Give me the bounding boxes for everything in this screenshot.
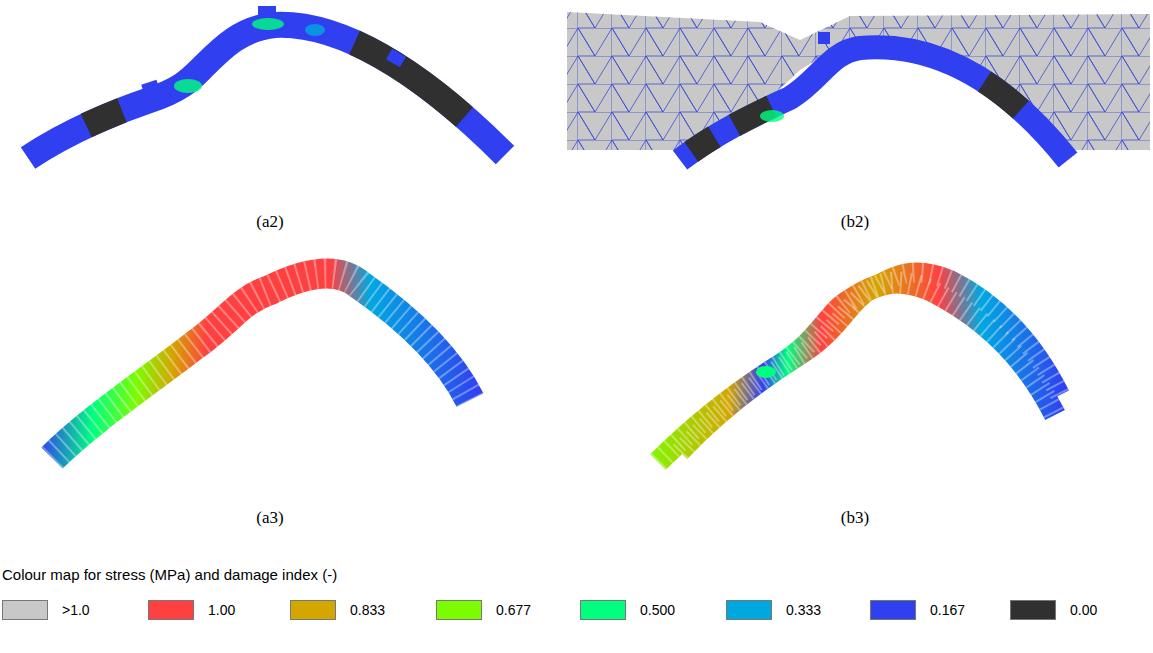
subfigure-label: (b3) xyxy=(841,508,869,528)
legend-swatch xyxy=(580,600,626,620)
legend-text: 0.333 xyxy=(786,602,821,618)
legend-title: Colour map for stress (MPa) and damage i… xyxy=(2,566,337,583)
legend-text: 1.00 xyxy=(208,602,235,618)
subfigure-label: (a3) xyxy=(256,508,283,528)
legend-swatch xyxy=(290,600,336,620)
subfigure-label: (a2) xyxy=(256,212,283,232)
legend-item: 1.00 xyxy=(148,600,235,620)
legend-text: 0.677 xyxy=(496,602,531,618)
legend-text: 0.500 xyxy=(640,602,675,618)
legend-swatch xyxy=(870,600,916,620)
legend-item: 0.00 xyxy=(1010,600,1097,620)
subfigure-label: (b2) xyxy=(841,212,869,232)
legend-text: 0.167 xyxy=(930,602,965,618)
legend-swatch xyxy=(1010,600,1056,620)
legend-item: 0.167 xyxy=(870,600,965,620)
legend-item: 0.677 xyxy=(436,600,531,620)
legend-swatch xyxy=(148,600,194,620)
legend-swatch xyxy=(726,600,772,620)
legend-swatch xyxy=(2,600,48,620)
legend-item: 0.500 xyxy=(580,600,675,620)
legend-item: >1.0 xyxy=(2,600,90,620)
legend-text: 0.00 xyxy=(1070,602,1097,618)
legend-text: 0.833 xyxy=(350,602,385,618)
legend-item: 0.833 xyxy=(290,600,385,620)
legend-item: 0.333 xyxy=(726,600,821,620)
legend-text: >1.0 xyxy=(62,602,90,618)
legend-swatch xyxy=(436,600,482,620)
